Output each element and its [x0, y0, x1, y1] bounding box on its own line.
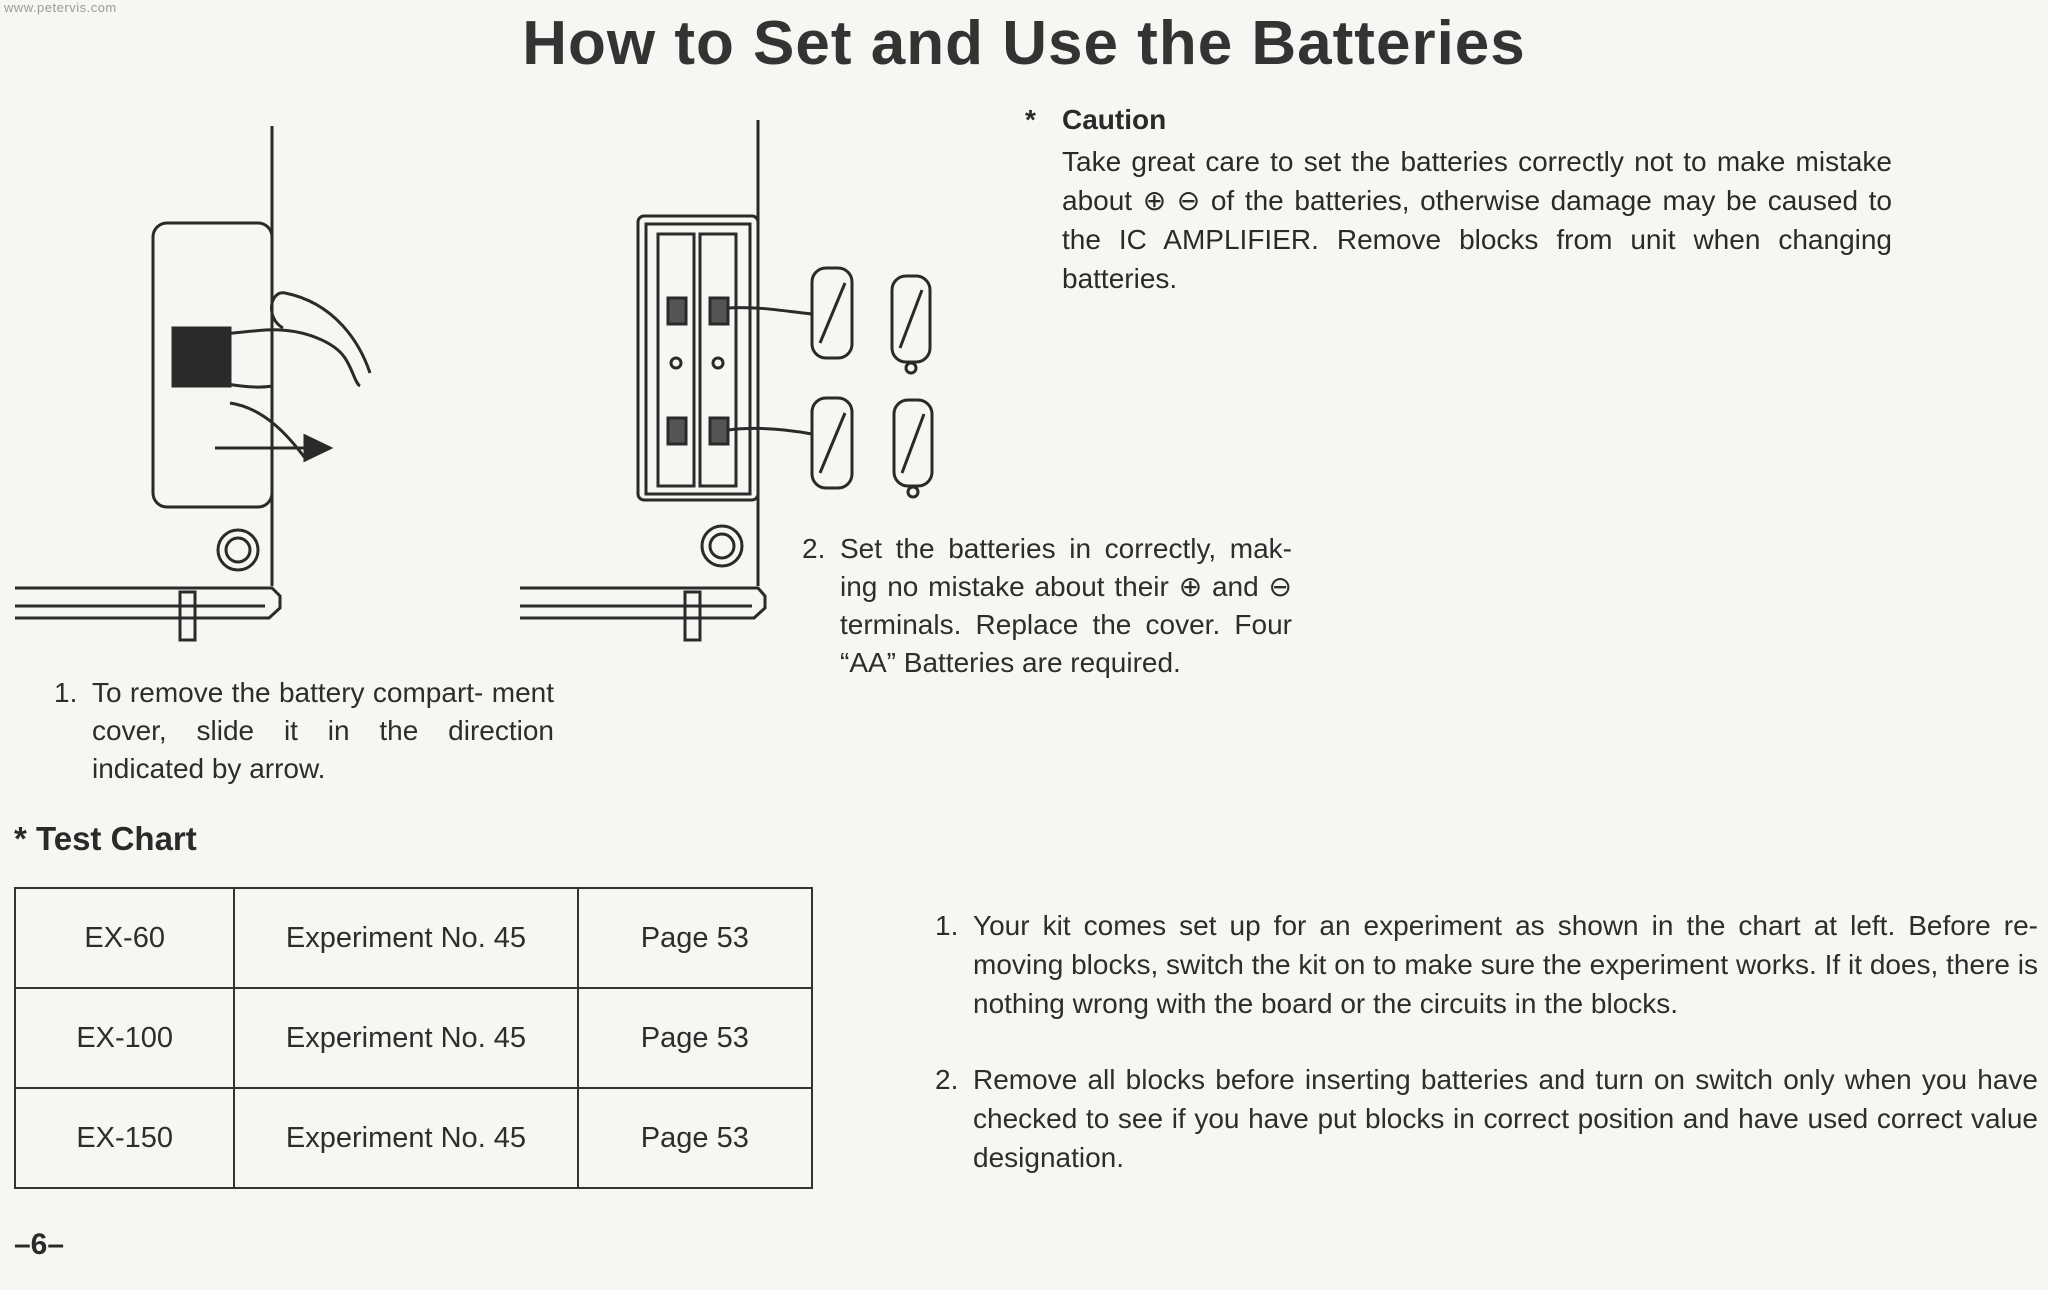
battery-insertion-illustration [520, 120, 934, 642]
caution-bullet: * [1025, 104, 1036, 135]
note-2: 2. Remove all blocks before inserting ba… [935, 1060, 2040, 1180]
page-cell: Page 53 [576, 887, 814, 989]
page-number: –6– [14, 1228, 65, 1261]
model-cell: EX-60 [13, 887, 236, 989]
step-2: 2. Set the batteries in correctly, mak- … [802, 530, 1292, 690]
page-title: How to Set and Use the Batteries [522, 9, 1526, 78]
step-number: 1. [54, 677, 78, 708]
caution-text: Take great care to set the batteries cor… [1062, 146, 1892, 294]
step-number: 2. [802, 533, 826, 564]
step-text: To remove the battery compart- ment cove… [92, 677, 554, 784]
experiment-cell: Experiment No. 45 [233, 987, 579, 1089]
note-1: 1. Your kit comes set up for an experime… [935, 906, 2040, 1026]
caution-heading: Caution [1062, 104, 1167, 135]
note-number: 2. [935, 1064, 959, 1095]
experiment-cell: Experiment No. 45 [233, 1087, 579, 1189]
note-text: Remove all blocks before inserting batte… [973, 1064, 2038, 1173]
model-cell: EX-100 [13, 987, 236, 1089]
table-row: EX-150 Experiment No. 45 Page 53 [13, 1087, 814, 1189]
test-chart-table: EX-60 Experiment No. 45 Page 53 EX-100 E… [13, 887, 814, 1189]
table-row: EX-100 Experiment No. 45 Page 53 [13, 987, 814, 1089]
step-1: 1. To remove the battery compart- ment c… [54, 674, 554, 794]
note-number: 1. [935, 910, 959, 941]
model-cell: EX-150 [13, 1087, 236, 1189]
page-cell: Page 53 [576, 987, 814, 1089]
experiment-cell: Experiment No. 45 [233, 887, 579, 989]
note-text: Your kit comes set up for an experiment … [973, 910, 2038, 1019]
test-chart-title: * Test Chart [14, 820, 197, 857]
watermark: www.petervis.com [4, 0, 117, 15]
cover-removal-illustration [15, 126, 372, 642]
table-row: EX-60 Experiment No. 45 Page 53 [13, 887, 814, 989]
page-cell: Page 53 [576, 1087, 814, 1189]
step-text: Set the batteries in correctly, mak- ing… [840, 533, 1292, 678]
